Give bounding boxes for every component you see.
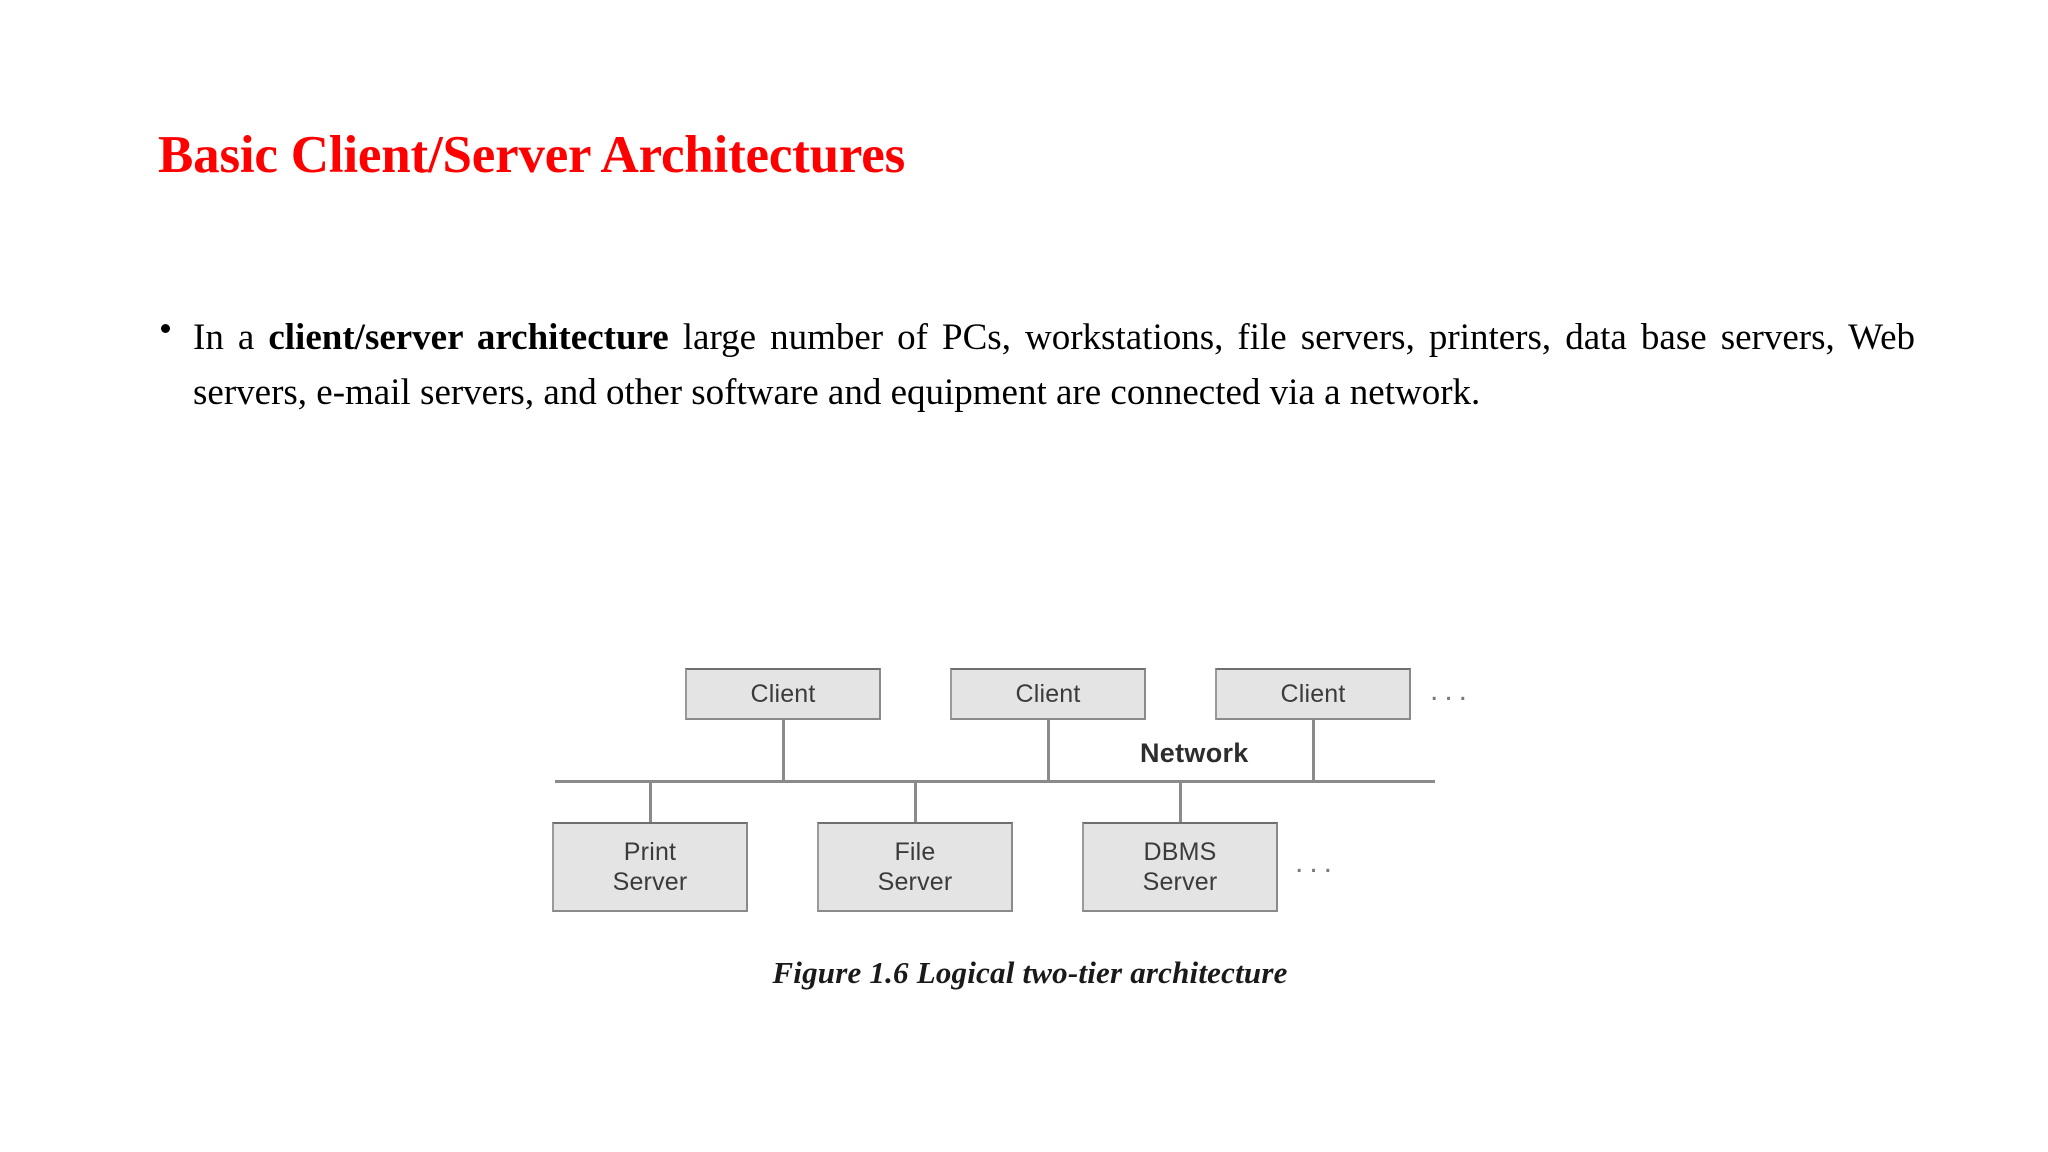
page-title: Basic Client/Server Architectures — [158, 126, 906, 184]
figure-two-tier-architecture: Client Client Client ... Network Print S… — [540, 650, 1520, 1010]
dbms-server-label-line2: Server — [1142, 868, 1218, 896]
connector-server-3 — [1179, 781, 1182, 824]
print-server-node: Print Server — [552, 822, 748, 912]
connector-server-1 — [649, 781, 652, 824]
print-server-label-line1: Print — [623, 837, 677, 866]
connector-client-1 — [782, 720, 785, 782]
bullet-dot-icon — [161, 324, 170, 333]
client-node-3: Client — [1215, 668, 1411, 720]
dbms-server-node: DBMS Server — [1082, 822, 1278, 912]
client-ellipsis: ... — [1430, 674, 1474, 707]
diagram-canvas: Client Client Client ... Network Print S… — [540, 650, 1520, 940]
client-node-2: Client — [950, 668, 1146, 720]
bullet-text-lead: In a — [193, 317, 269, 358]
file-server-label: File Server — [878, 837, 953, 898]
connector-client-3 — [1312, 720, 1315, 782]
file-server-node: File Server — [817, 822, 1013, 912]
file-server-label-line1: File — [894, 837, 936, 866]
bullet-paragraph: In a client/server architecture large nu… — [193, 310, 1915, 420]
list-item: In a client/server architecture large nu… — [155, 310, 1915, 420]
body-content: In a client/server architecture large nu… — [155, 310, 1915, 420]
bullet-text-emphasis: client/server architecture — [268, 317, 669, 358]
dbms-server-label: DBMS Server — [1143, 837, 1218, 898]
connector-server-2 — [914, 781, 917, 824]
connector-client-2 — [1047, 720, 1050, 782]
network-bus-line — [555, 780, 1435, 783]
client-node-1: Client — [685, 668, 881, 720]
file-server-label-line2: Server — [877, 868, 953, 896]
figure-caption: Figure 1.6 Logical two-tier architecture — [772, 955, 1288, 990]
network-label: Network — [1140, 738, 1249, 768]
bullet-text-rest: large number of PCs, workstations, file … — [193, 317, 1915, 413]
print-server-label: Print Server — [613, 837, 688, 898]
print-server-label-line2: Server — [612, 868, 688, 896]
dbms-server-label-line1: DBMS — [1143, 837, 1217, 866]
server-ellipsis: ... — [1295, 846, 1339, 879]
